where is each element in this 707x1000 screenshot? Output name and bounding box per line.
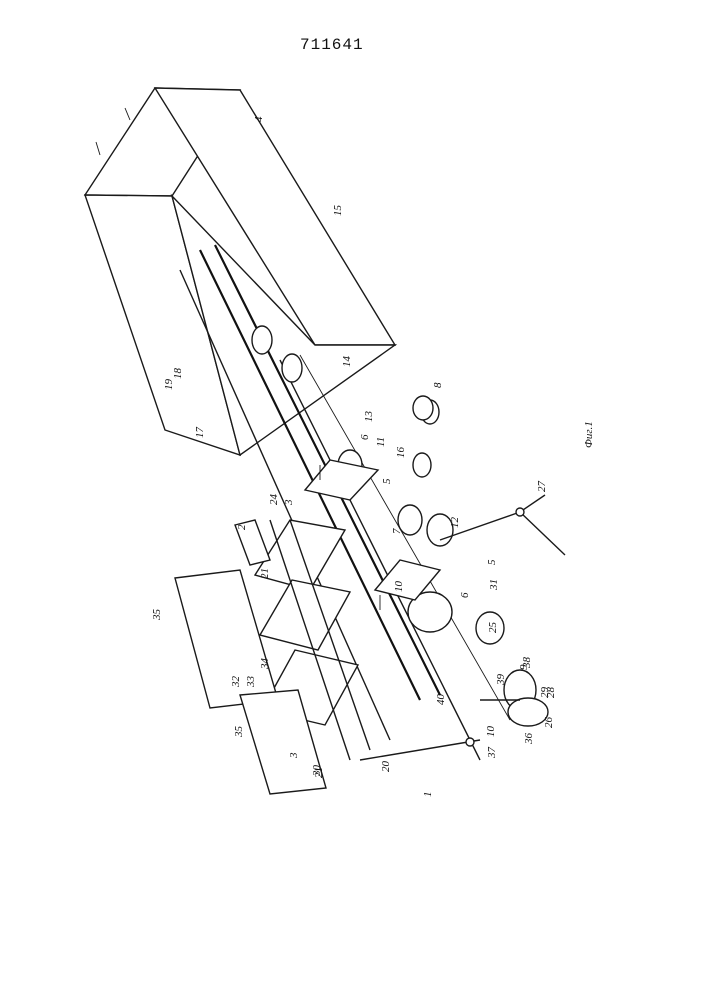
svg-text:35: 35 xyxy=(151,609,163,622)
svg-text:8: 8 xyxy=(432,382,444,388)
svg-text:27: 27 xyxy=(536,481,548,493)
svg-text:13: 13 xyxy=(363,411,375,423)
svg-text:5: 5 xyxy=(486,559,498,565)
svg-text:11: 11 xyxy=(375,437,387,447)
svg-text:7: 7 xyxy=(391,528,403,534)
svg-text:18: 18 xyxy=(172,368,184,380)
svg-text:26: 26 xyxy=(543,717,555,729)
svg-text:24: 24 xyxy=(268,494,280,506)
housing-box xyxy=(85,88,395,455)
svg-text:5: 5 xyxy=(381,478,393,484)
svg-text:3: 3 xyxy=(288,752,300,759)
svg-text:30: 30 xyxy=(311,765,323,778)
svg-text:40: 40 xyxy=(435,694,447,706)
svg-text:6: 6 xyxy=(459,592,471,598)
svg-text:39: 39 xyxy=(495,674,507,687)
svg-text:36: 36 xyxy=(523,733,535,746)
svg-text:19: 19 xyxy=(163,379,175,391)
svg-text:21: 21 xyxy=(259,568,271,579)
svg-text:2: 2 xyxy=(236,524,248,530)
svg-text:32: 32 xyxy=(230,676,242,689)
svg-text:31: 31 xyxy=(488,579,500,591)
svg-text:12: 12 xyxy=(449,517,461,529)
svg-text:37: 37 xyxy=(486,747,498,760)
svg-text:10: 10 xyxy=(393,581,405,593)
svg-text:38: 38 xyxy=(521,657,533,670)
svg-text:34: 34 xyxy=(259,658,271,671)
svg-text:10: 10 xyxy=(485,726,497,738)
svg-text:33: 33 xyxy=(245,676,257,689)
svg-text:16: 16 xyxy=(395,447,407,459)
svg-text:29: 29 xyxy=(539,687,551,699)
svg-text:35: 35 xyxy=(233,726,245,739)
svg-text:6: 6 xyxy=(359,434,371,440)
svg-text:3: 3 xyxy=(283,499,295,506)
svg-text:1: 1 xyxy=(422,792,434,798)
svg-text:15: 15 xyxy=(332,205,344,217)
svg-text:20: 20 xyxy=(380,761,392,773)
svg-text:4: 4 xyxy=(253,116,265,122)
svg-text:25: 25 xyxy=(487,622,499,634)
svg-text:14: 14 xyxy=(341,356,353,368)
figure-caption: Фиг.1 xyxy=(583,421,595,448)
svg-text:17: 17 xyxy=(194,427,206,439)
